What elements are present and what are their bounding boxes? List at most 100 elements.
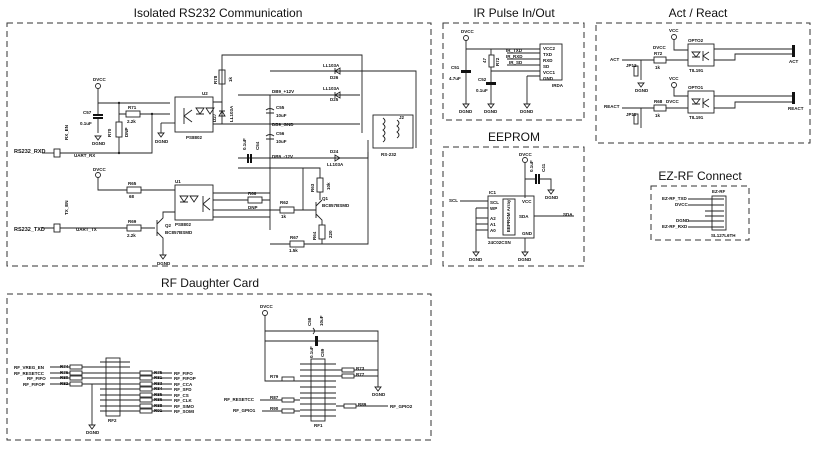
r90-label: R90: [270, 406, 279, 411]
r69-value: 2.2k: [127, 233, 136, 238]
dgnd-label: DGND: [545, 195, 559, 200]
ground-icon: [374, 386, 382, 392]
r76-label: R76: [60, 370, 69, 375]
ir-sd-label: IR_SD: [509, 60, 523, 65]
r67-label: R67: [290, 235, 299, 240]
r75-label: R75: [154, 370, 163, 375]
dvcc-label: DVCC: [653, 45, 667, 50]
connector-act: [792, 45, 795, 57]
dvcc-terminal: [463, 35, 469, 41]
ezrf-txd-label: EZ-RF_TXD: [662, 196, 688, 201]
resistor-r79: [281, 376, 295, 382]
optocoupler-u1: [174, 184, 214, 221]
c57-value: 0.1uF: [80, 121, 92, 126]
section-ezrf: EZ-RF Connect EZ-RF SL127L6TH EZ-RF_TXD …: [650, 169, 750, 241]
net-rf-fifop: RF_FIFOP: [23, 382, 45, 387]
r62-label: R62: [280, 200, 289, 205]
dgnd-label: DGND: [635, 88, 649, 93]
r82-label: R82: [60, 381, 69, 386]
capacitor-c41: [535, 174, 537, 184]
eeprom-array: [502, 198, 516, 236]
net-uart-rx: UART_RX: [74, 153, 95, 158]
act-output-label: ACT: [789, 59, 798, 64]
jumper-rx-en: [53, 148, 61, 158]
pin-vcc: VCC: [522, 199, 532, 204]
r80-label: R80: [60, 375, 69, 380]
jumper-jp11: [633, 113, 639, 125]
ezrf-dvcc-label: DVCC: [675, 202, 689, 207]
section-eeprom: EEPROM DVCC 0.1uF C41 DGND IC1 24C02CSN …: [442, 130, 585, 267]
r73-label: R73: [356, 366, 365, 371]
d27-part: LL103A: [229, 105, 234, 122]
section-rs232: Isolated RS232 Communication DVCC C57 0.…: [6, 6, 432, 267]
r65-label: R65: [128, 181, 137, 186]
section-title-ezrf: EZ-RF Connect: [658, 169, 742, 183]
section-title-eeprom: EEPROM: [488, 130, 540, 144]
resistor-ir: [488, 54, 495, 68]
resistor: [69, 364, 83, 370]
resistor-r89: [343, 403, 357, 409]
resistor-r66: [247, 196, 263, 204]
r81-label: R81: [154, 375, 163, 380]
jumper-tx-en: [53, 223, 61, 233]
pin-sda: SDA: [519, 214, 529, 219]
capacitor-c58: [312, 327, 315, 335]
resistor-r90: [281, 408, 295, 414]
r79-label: R79: [270, 374, 279, 379]
q1-part: BC857BSMD: [322, 203, 350, 208]
ir-r-value: 47: [482, 57, 487, 63]
r72-value: 1k: [655, 65, 661, 70]
rf-border: [6, 293, 432, 441]
ezrf-part: SL127L6TH: [711, 233, 736, 238]
r74-label: R74: [60, 364, 69, 369]
resistor-r64: [318, 224, 326, 240]
react-input-label: REACT: [604, 104, 620, 109]
net-db9-gnd: DB9_GND: [272, 122, 294, 127]
ezrf-connector: [711, 195, 727, 231]
resistor: [139, 370, 153, 376]
net-rf-simo: RF_SIMO: [174, 404, 195, 409]
net-rf-cs: RF_CS: [174, 393, 189, 398]
net-db9-p12: DB9_+12V: [272, 89, 294, 94]
dvcc-label: DVCC: [93, 167, 107, 172]
capacitor-c52: [486, 82, 496, 85]
section-title-ir: IR Pulse In/Out: [473, 6, 555, 20]
net-rf-cca: RF_CCA: [174, 382, 193, 387]
optocoupler-opto2: [687, 43, 715, 67]
opto2-part: TIL191: [689, 68, 704, 73]
r67-value: 1.5k: [289, 248, 298, 253]
c51-value: 4.7uF: [449, 76, 461, 81]
eeprom-border: [442, 146, 585, 267]
section-rf: RF Daughter Card RF_VREG_EN RF_RESETCC R…: [6, 276, 432, 441]
net-rf-clk: RF_CLK: [174, 398, 192, 403]
c51-label: C51: [451, 65, 460, 70]
net-rf-somi: RF_SOMI: [174, 409, 194, 414]
r91-label: R91: [154, 408, 163, 413]
dgnd-label: DGND: [92, 141, 106, 146]
d24-label: D24: [330, 149, 339, 154]
r77-label: R77: [356, 372, 365, 377]
ic1-part: 24C02CSN: [488, 240, 511, 245]
ir-txd-label: IR_TXD: [506, 48, 523, 53]
rf1-connector: [310, 358, 326, 422]
c55-label: C55: [276, 105, 285, 110]
net-rf-fifo-out: RF_FIFO: [174, 371, 193, 376]
d24-part: LL103A: [327, 162, 344, 167]
resistor: [139, 392, 153, 398]
section-act-react: Act / React VCC DVCC OPTO2 TIL191 ACT R7…: [595, 6, 811, 144]
c58-value: 10uF: [319, 315, 324, 326]
connector-react: [792, 92, 795, 104]
net-scl: SCL: [449, 198, 458, 203]
irda-part: IRDA: [552, 83, 564, 88]
net-rs232-txd: RS232_TXD: [14, 227, 45, 233]
dvcc-label: DVCC: [519, 152, 533, 157]
c55-value: 10uF: [276, 113, 287, 118]
r66-label: R66: [248, 191, 257, 196]
eeprom-ic1: [487, 195, 535, 239]
ground-icon: [547, 189, 555, 195]
dgnd-label: DGND: [518, 257, 532, 262]
c54-value: 0.1uF: [242, 138, 247, 150]
resistor-r78: [218, 69, 226, 85]
r86-label: R86: [154, 397, 163, 402]
